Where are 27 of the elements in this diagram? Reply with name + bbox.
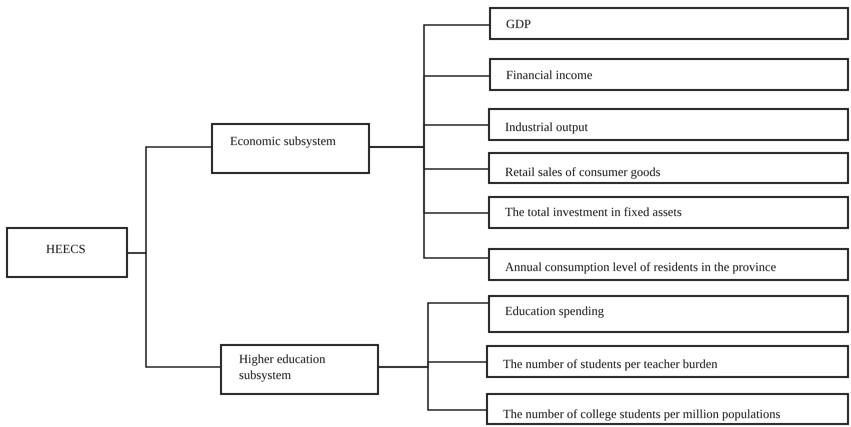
box-label: Education spending xyxy=(505,304,605,320)
category-box xyxy=(489,7,849,40)
box-label: Economic subsystem xyxy=(230,134,337,150)
box-label: Higher education subsystem xyxy=(239,352,326,384)
root-box xyxy=(6,227,128,278)
box-label: GDP xyxy=(506,17,532,33)
category-box xyxy=(211,123,370,174)
box-label: Annual consumption level of residents in the province xyxy=(505,260,778,276)
box-label: The number of students per teacher burden xyxy=(503,357,719,373)
category-box xyxy=(486,345,849,378)
category-box xyxy=(486,393,849,425)
connector-line xyxy=(379,366,486,411)
box-label: Retail sales of consumer goods xyxy=(505,165,662,181)
connector-line xyxy=(128,252,220,368)
category-box xyxy=(488,196,849,229)
category-box xyxy=(488,295,849,333)
box-label: The number of college students per million populations xyxy=(503,407,782,423)
category-box xyxy=(489,58,849,91)
category-box xyxy=(488,108,849,141)
box-label: The total investment in fixed assets xyxy=(505,205,683,221)
connector-line xyxy=(370,146,488,259)
box-label: HEECS xyxy=(46,242,87,258)
category-box xyxy=(488,152,849,184)
category-box xyxy=(220,344,379,395)
category-box xyxy=(488,248,849,281)
box-label: Financial income xyxy=(506,68,594,84)
box-label: Industrial output xyxy=(505,120,589,136)
